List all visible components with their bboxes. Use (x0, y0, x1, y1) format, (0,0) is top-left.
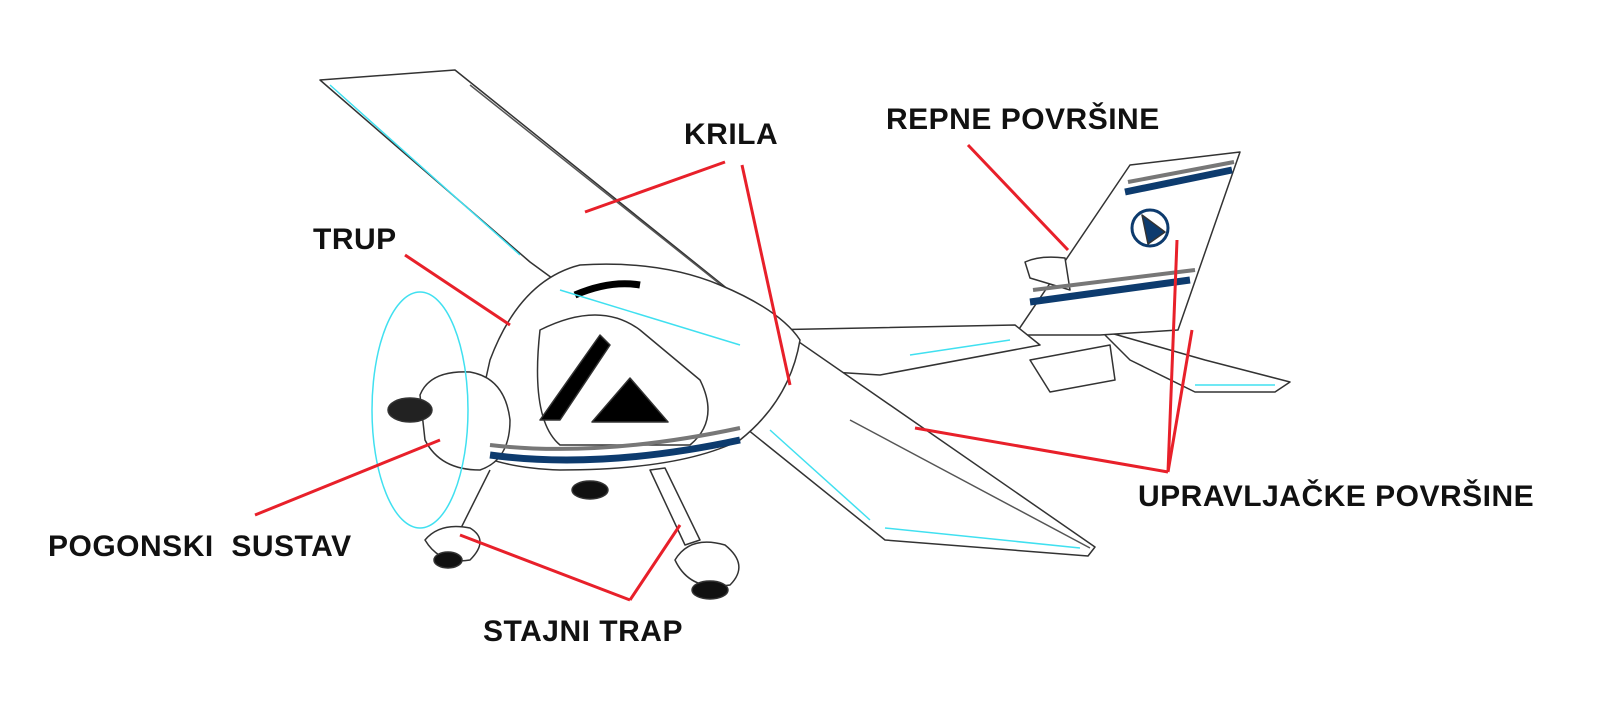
label-fuselage: TRUP (313, 223, 397, 256)
cabin-window-frame (536, 314, 709, 446)
ventral-fin (1029, 344, 1116, 393)
label-tail-surfaces: REPNE POVRŠINE (886, 103, 1160, 136)
leader-gear-2 (628, 524, 682, 601)
leader-wings-2 (740, 164, 792, 386)
leader-control-3 (1166, 329, 1194, 473)
horizontal-stabilizer (1099, 329, 1291, 393)
label-powerplant: POGONSKI SUSTAV (48, 530, 352, 563)
main-wheel-fairing (674, 541, 740, 587)
label-wings: KRILA (684, 118, 779, 151)
leader-control-1 (914, 426, 1169, 474)
leader-lines (254, 143, 1194, 602)
nose-gear-strut (459, 469, 491, 531)
door-window (591, 377, 669, 423)
skylight (573, 280, 641, 299)
engine-cowling (419, 371, 511, 471)
leader-fuselage (404, 253, 511, 327)
fuselage-stripe (489, 436, 741, 464)
main-gear-strut (649, 467, 701, 546)
vertical-tail (1014, 151, 1241, 336)
spinner (387, 397, 433, 423)
leader-powerplant (254, 438, 441, 517)
side-window (539, 334, 611, 421)
propeller-disc (371, 291, 469, 529)
leader-gear-1 (459, 533, 631, 602)
label-landing-gear: STAJNI TRAP (483, 615, 683, 648)
leader-tail (966, 143, 1070, 252)
leader-wings-1 (584, 160, 726, 214)
label-control-surfaces: UPRAVLJAČKE POVRŠINE (1138, 480, 1535, 513)
leader-control-2 (1166, 239, 1179, 473)
